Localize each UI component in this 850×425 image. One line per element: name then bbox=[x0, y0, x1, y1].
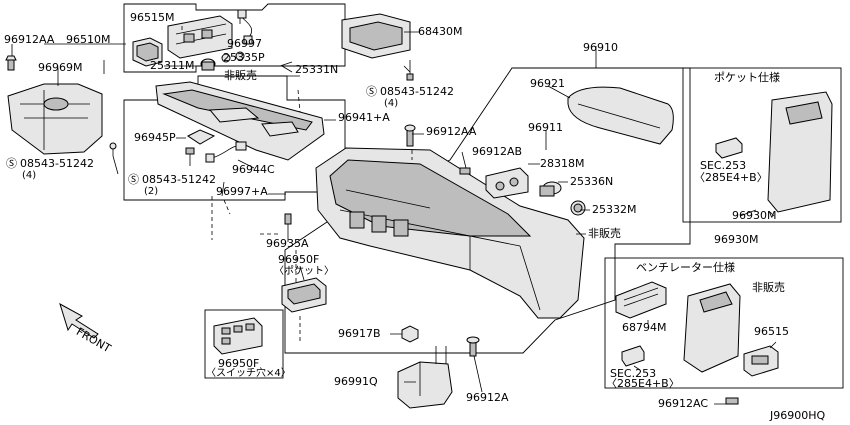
switch-panel-96950F bbox=[213, 317, 263, 355]
pocket-panel-96930M bbox=[767, 91, 833, 213]
label-68794M: 68794M bbox=[622, 321, 667, 334]
label-96944C: 96944C bbox=[232, 163, 275, 176]
label-25332M: 25332M bbox=[592, 203, 637, 216]
label-96515: 96515 bbox=[754, 325, 789, 338]
label-08543-a: 08543-51242 bbox=[380, 85, 454, 98]
label-96912AA-mid: 96912AA bbox=[426, 125, 477, 138]
label-sec253-b: SEC.253 bbox=[610, 367, 657, 380]
bolt-96912AA-left bbox=[5, 55, 17, 71]
front-arrow-icon bbox=[59, 302, 99, 339]
label-96930M-b: 96930M bbox=[714, 233, 759, 246]
vent-panel-96930M bbox=[683, 283, 741, 373]
label-08543-c: 08543-51242 bbox=[142, 173, 216, 186]
label-96917B: 96917B bbox=[338, 327, 381, 340]
label-96910: 96910 bbox=[583, 41, 618, 54]
screw-08543-left bbox=[109, 142, 117, 156]
label-96941A: 96941+A bbox=[338, 111, 390, 124]
screw-icon: Ⓢ bbox=[366, 85, 377, 98]
label-96912AC: 96912AC bbox=[658, 397, 709, 410]
tray-96515M bbox=[132, 37, 163, 67]
harness-96997 bbox=[237, 9, 253, 45]
label-96912A: 96912A bbox=[466, 391, 509, 404]
label-25331N: 25331N bbox=[295, 63, 339, 76]
switch-unit-96510M bbox=[167, 15, 233, 59]
pocket-96950F bbox=[281, 277, 327, 313]
label-96515M: 96515M bbox=[130, 11, 175, 24]
label-25336N: 25336N bbox=[570, 175, 614, 188]
box-switch-panel bbox=[204, 309, 284, 379]
box-top-cluster bbox=[123, 3, 346, 73]
label-96969M: 96969M bbox=[38, 61, 83, 74]
diagram-id: J96900HQ bbox=[770, 409, 826, 422]
label-96911: 96911 bbox=[528, 121, 563, 134]
label-68430M: 68430M bbox=[418, 25, 463, 38]
label-25335P: 25335P bbox=[223, 51, 265, 64]
bracket-sec253-a bbox=[715, 137, 743, 159]
label-96510M: 96510M bbox=[66, 33, 111, 46]
label-ventilator-spec: ベンチレーター仕様 bbox=[636, 261, 735, 274]
label-96991Q: 96991Q bbox=[334, 375, 378, 388]
clip-96935A bbox=[284, 213, 292, 236]
clip-96912AB bbox=[459, 167, 471, 175]
bolt-96912AC bbox=[725, 397, 739, 405]
label-hihanbai-1: 非販売 bbox=[224, 69, 257, 82]
lid-frame-96941A bbox=[155, 81, 325, 161]
console-body-96911 bbox=[315, 147, 585, 319]
bracket-sec253-b bbox=[621, 345, 645, 367]
screw-icon: Ⓢ bbox=[6, 157, 17, 170]
cap-25335P bbox=[221, 51, 245, 63]
bolt-96912AA-mid bbox=[404, 124, 416, 147]
label-switch-note: 〈スイッチ穴×4〉 bbox=[206, 368, 291, 379]
label-hihanbai-3: 非販売 bbox=[752, 281, 785, 294]
label-96950F-b: 96950F bbox=[218, 357, 260, 370]
label-sec253-b-ref: 〈285E4+B〉 bbox=[606, 377, 680, 390]
label-sec253-a-ref: 〈285E4+B〉 bbox=[694, 171, 768, 184]
label-hihanbai-2: 非販売 bbox=[588, 227, 621, 240]
label-sec253-a: SEC.253 bbox=[700, 159, 747, 172]
ventilator-68794M bbox=[615, 281, 667, 319]
panel-28318M bbox=[485, 167, 529, 199]
label-96912AA-left: 96912AA bbox=[4, 33, 55, 46]
label-pocket-spec: ポケット仕様 bbox=[714, 71, 780, 84]
label-96930M-a: 96930M bbox=[732, 209, 777, 222]
label-96935A: 96935A bbox=[266, 237, 309, 250]
label-08543-c-qty: (2) bbox=[144, 186, 159, 197]
console-front-trim-96969M bbox=[7, 83, 103, 155]
harness-96944C bbox=[205, 141, 247, 163]
armrest-lid-68430M bbox=[341, 13, 414, 81]
label-25311M: 25311M bbox=[150, 59, 195, 72]
armrest-96921 bbox=[567, 86, 674, 145]
screw-icon: Ⓢ bbox=[128, 173, 139, 186]
label-96997: 96997 bbox=[227, 37, 262, 50]
label-08543-a-qty: (4) bbox=[384, 98, 399, 109]
nut-96917B bbox=[401, 325, 419, 343]
bolt-96912A bbox=[466, 336, 480, 357]
box-pocket-spec bbox=[682, 67, 842, 223]
label-96997A: 96997+A bbox=[216, 185, 268, 198]
label-08543-b: 08543-51242 bbox=[20, 157, 94, 170]
label-pocket-note: 〈ポケット〉 bbox=[274, 266, 334, 277]
label-96921: 96921 bbox=[530, 77, 565, 90]
bracket-96991Q bbox=[397, 346, 453, 409]
socket-25336N bbox=[539, 181, 562, 197]
label-front: FRONT bbox=[74, 325, 114, 356]
label-96945P: 96945P bbox=[134, 131, 176, 144]
box-ventilator-spec bbox=[604, 257, 844, 389]
label-96912AB: 96912AB bbox=[472, 145, 523, 158]
label-96950F: 96950F bbox=[278, 253, 320, 266]
label-08543-b-qty: (4) bbox=[22, 170, 37, 181]
hinge-96945P bbox=[185, 129, 216, 166]
switch-96515 bbox=[743, 345, 779, 377]
label-28318M: 28318M bbox=[540, 157, 585, 170]
